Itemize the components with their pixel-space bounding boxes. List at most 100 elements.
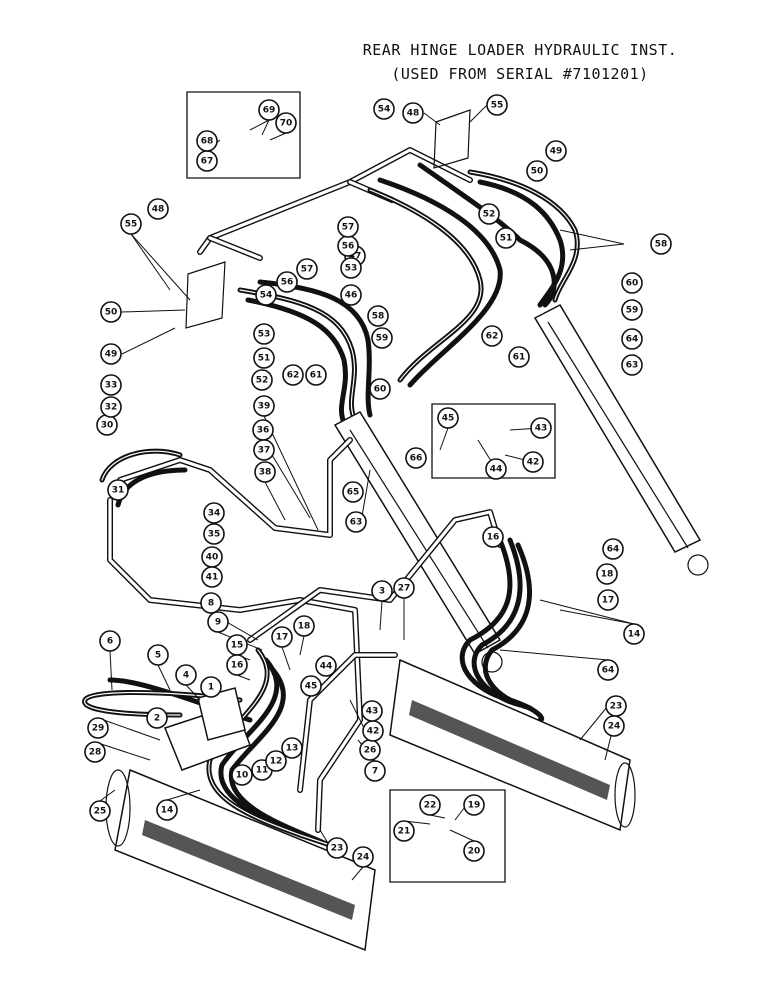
callout-53: 53 <box>253 323 275 345</box>
callout-number: 63 <box>350 518 363 528</box>
callout-number: 13 <box>286 744 299 754</box>
callout-number: 48 <box>152 205 165 215</box>
callout-circle <box>367 305 389 327</box>
callout-circle <box>156 799 178 821</box>
callout-circle <box>373 98 395 120</box>
callout-circle <box>293 615 315 637</box>
callout-number: 11 <box>256 766 269 776</box>
callout-circle <box>99 630 121 652</box>
callout-circle <box>463 840 485 862</box>
callout-number: 62 <box>287 371 300 381</box>
callout-number: 16 <box>231 661 244 671</box>
callout-number: 42 <box>367 727 380 737</box>
callout-circle <box>437 407 459 429</box>
callout-24: 24 <box>352 846 374 868</box>
callout-number: 10 <box>236 771 249 781</box>
callout-8: 8 <box>200 592 222 614</box>
callout-51: 51 <box>495 227 517 249</box>
callout-number: 46 <box>345 291 358 301</box>
callout-61: 61 <box>508 346 530 368</box>
mount-plate-right <box>433 109 471 169</box>
valve-block-top <box>197 687 246 741</box>
callout-number: 64 <box>602 666 615 676</box>
callout-14: 14 <box>623 623 645 645</box>
callout-number: 26 <box>364 746 377 756</box>
callout-43: 43 <box>530 417 552 439</box>
callout-29: 29 <box>87 717 109 739</box>
callout-circle <box>107 479 129 501</box>
callout-39: 39 <box>253 395 275 417</box>
callout-63: 63 <box>621 354 643 376</box>
callout-21: 21 <box>393 820 415 842</box>
callout-circle <box>597 659 619 681</box>
callout-circle <box>621 328 643 350</box>
callout-circle <box>300 675 322 697</box>
callout-22: 22 <box>419 794 441 816</box>
callout-number: 61 <box>513 353 526 363</box>
callout-16: 16 <box>226 654 248 676</box>
upper-hose-bundle <box>237 162 580 428</box>
callout-66: 66 <box>405 447 427 469</box>
callout-number: 59 <box>626 306 639 316</box>
callout-63: 63 <box>345 511 367 533</box>
callout-23: 23 <box>326 837 348 859</box>
inset-box-clamp-42-45 <box>431 403 556 479</box>
callout-circle <box>393 820 415 842</box>
callout-circle <box>486 94 508 116</box>
callout-circle <box>84 741 106 763</box>
callout-circle <box>315 655 337 677</box>
callout-number: 16 <box>487 533 500 543</box>
callout-number: 42 <box>527 458 540 468</box>
callout-number: 4 <box>183 671 189 681</box>
callout-number: 43 <box>535 424 548 434</box>
callout-circle <box>196 130 218 152</box>
callout-circle <box>530 417 552 439</box>
leader-line <box>249 119 270 131</box>
callout-52: 52 <box>478 203 500 225</box>
callout-33: 33 <box>100 374 122 396</box>
callout-42: 42 <box>522 451 544 473</box>
callout-circle <box>371 580 393 602</box>
leader-line <box>130 233 191 301</box>
callout-number: 17 <box>602 596 615 606</box>
callout-57: 57 <box>337 216 359 238</box>
callout-number: 23 <box>610 702 623 712</box>
callout-number: 1 <box>208 683 214 693</box>
callout-number: 18 <box>298 622 311 632</box>
callout-number: 28 <box>89 748 102 758</box>
callout-49: 49 <box>100 343 122 365</box>
callout-number: 45 <box>305 682 318 692</box>
callout-circle <box>419 794 441 816</box>
callout-circle <box>495 227 517 249</box>
callout-41: 41 <box>201 566 223 588</box>
mount-plate-left <box>185 261 226 329</box>
callout-17: 17 <box>597 589 619 611</box>
callout-number: 69 <box>263 106 276 116</box>
leader-line <box>449 829 475 842</box>
callout-number: 27 <box>398 584 411 594</box>
callout-40: 40 <box>201 546 223 568</box>
mid-tube-lines <box>107 437 503 833</box>
callout-circle <box>463 794 485 816</box>
callout-number: 9 <box>215 618 221 628</box>
callout-circle <box>345 511 367 533</box>
callout-circle <box>361 700 383 722</box>
callout-number: 64 <box>626 335 639 345</box>
callout-number: 70 <box>280 119 293 129</box>
callout-circle <box>265 750 287 772</box>
bottom-cylinder-right <box>389 658 636 832</box>
callout-number: 51 <box>500 234 513 244</box>
callout-52: 52 <box>251 369 273 391</box>
callout-number: 24 <box>357 853 370 863</box>
inset-box-clamp-19-22 <box>389 789 506 883</box>
callout-32: 32 <box>100 396 122 418</box>
callout-number: 65 <box>347 488 360 498</box>
callout-number: 5 <box>155 651 161 661</box>
callout-64: 64 <box>602 538 624 560</box>
callout-number: 58 <box>372 312 385 322</box>
callout-49: 49 <box>545 140 567 162</box>
diagram-artwork <box>82 91 709 952</box>
callout-12: 12 <box>265 750 287 772</box>
callout-circle <box>100 396 122 418</box>
callout-circle <box>203 523 225 545</box>
